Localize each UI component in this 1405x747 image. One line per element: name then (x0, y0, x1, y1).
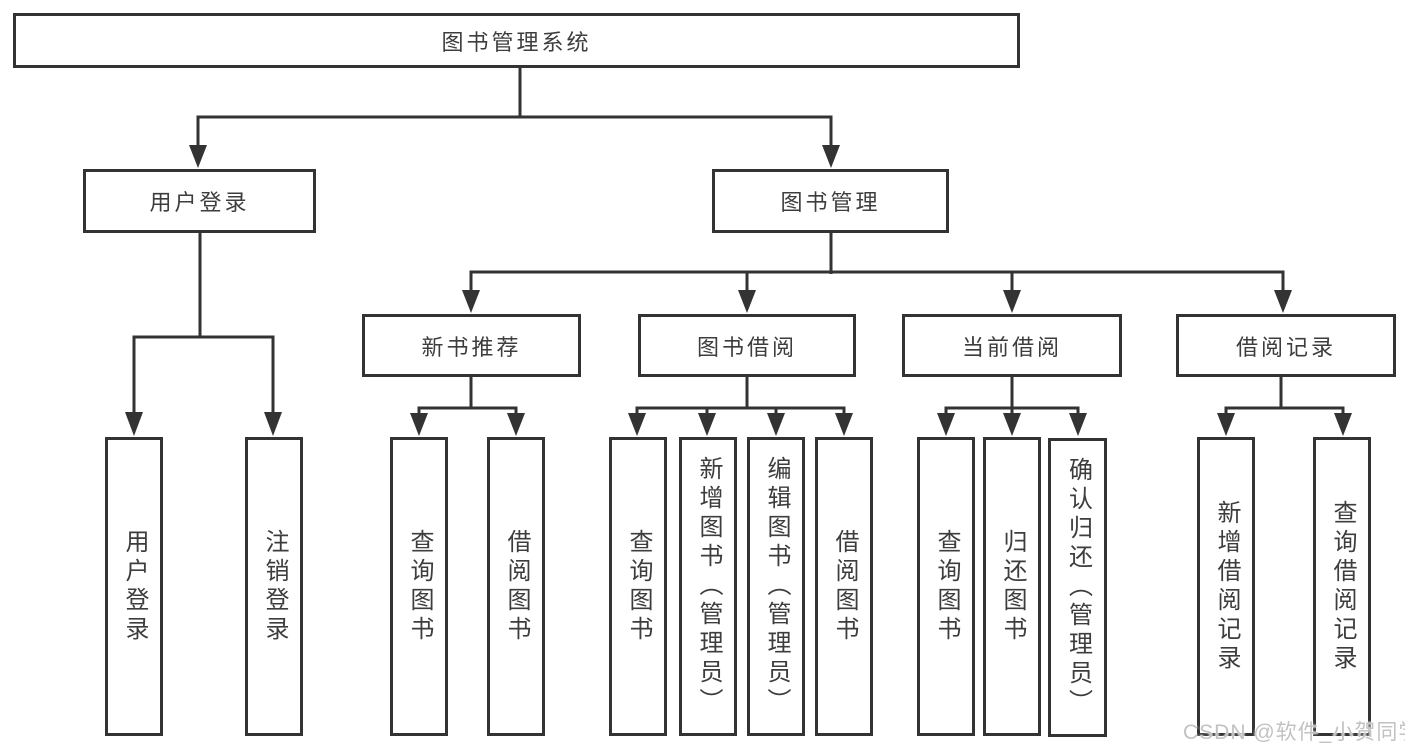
node-new-book-recommend: 新书推荐 (362, 314, 581, 377)
node-label: 用户登录 (121, 528, 148, 645)
node-label: 新书推荐 (421, 334, 522, 360)
node-label: 图书借阅 (696, 334, 797, 360)
leaf-user-login: 用户登录 (105, 437, 163, 736)
leaf-logout: 注销登录 (245, 437, 303, 736)
leaf-query-books-recommend: 查询图书 (390, 437, 448, 736)
leaf-query-borrow-record: 查询借阅记录 (1313, 437, 1371, 736)
leaf-borrow-books: 借阅图书 (815, 437, 873, 736)
node-label: 查询借阅记录 (1329, 499, 1356, 674)
node-label: 图书管理 (780, 190, 881, 215)
node-current-borrowing: 当前借阅 (902, 314, 1122, 377)
leaf-confirm-return-admin: 确认归还（管理员） (1048, 438, 1107, 737)
node-label: 注销登录 (261, 528, 288, 645)
leaf-query-books-current: 查询图书 (917, 437, 975, 736)
node-label: 借阅图书 (831, 528, 858, 645)
node-label: 新增图书（管理员） (695, 456, 722, 717)
node-label: 查询图书 (406, 528, 433, 645)
node-book-management: 图书管理 (712, 169, 949, 233)
node-label: 查询图书 (625, 528, 652, 645)
node-label: 查询图书 (933, 528, 960, 645)
node-label: 新增借阅记录 (1213, 499, 1240, 674)
leaf-borrow-books-recommend: 借阅图书 (487, 437, 545, 736)
leaf-edit-books-admin: 编辑图书（管理员） (747, 437, 805, 736)
node-label: 借阅记录 (1235, 334, 1336, 360)
node-label: 编辑图书（管理员） (763, 456, 790, 717)
leaf-add-borrow-record: 新增借阅记录 (1197, 437, 1255, 736)
node-label: 图书管理系统 (441, 29, 592, 55)
node-label: 借阅图书 (503, 528, 530, 645)
node-book-borrowing: 图书借阅 (638, 314, 856, 377)
node-label: 归还图书 (999, 528, 1026, 645)
csdn-watermark: CSDN @软件_小贺同学 (1183, 721, 1405, 744)
leaf-query-books-borrowing: 查询图书 (609, 437, 667, 736)
node-label: 当前借阅 (961, 334, 1062, 360)
leaf-add-books-admin: 新增图书（管理员） (679, 437, 737, 736)
leaf-return-books: 归还图书 (983, 437, 1041, 736)
node-borrowing-records: 借阅记录 (1176, 314, 1396, 377)
node-root: 图书管理系统 (13, 13, 1020, 68)
node-label: 用户登录 (149, 190, 250, 215)
node-label: 确认归还（管理员） (1064, 457, 1092, 718)
node-user-login: 用户登录 (83, 169, 316, 233)
